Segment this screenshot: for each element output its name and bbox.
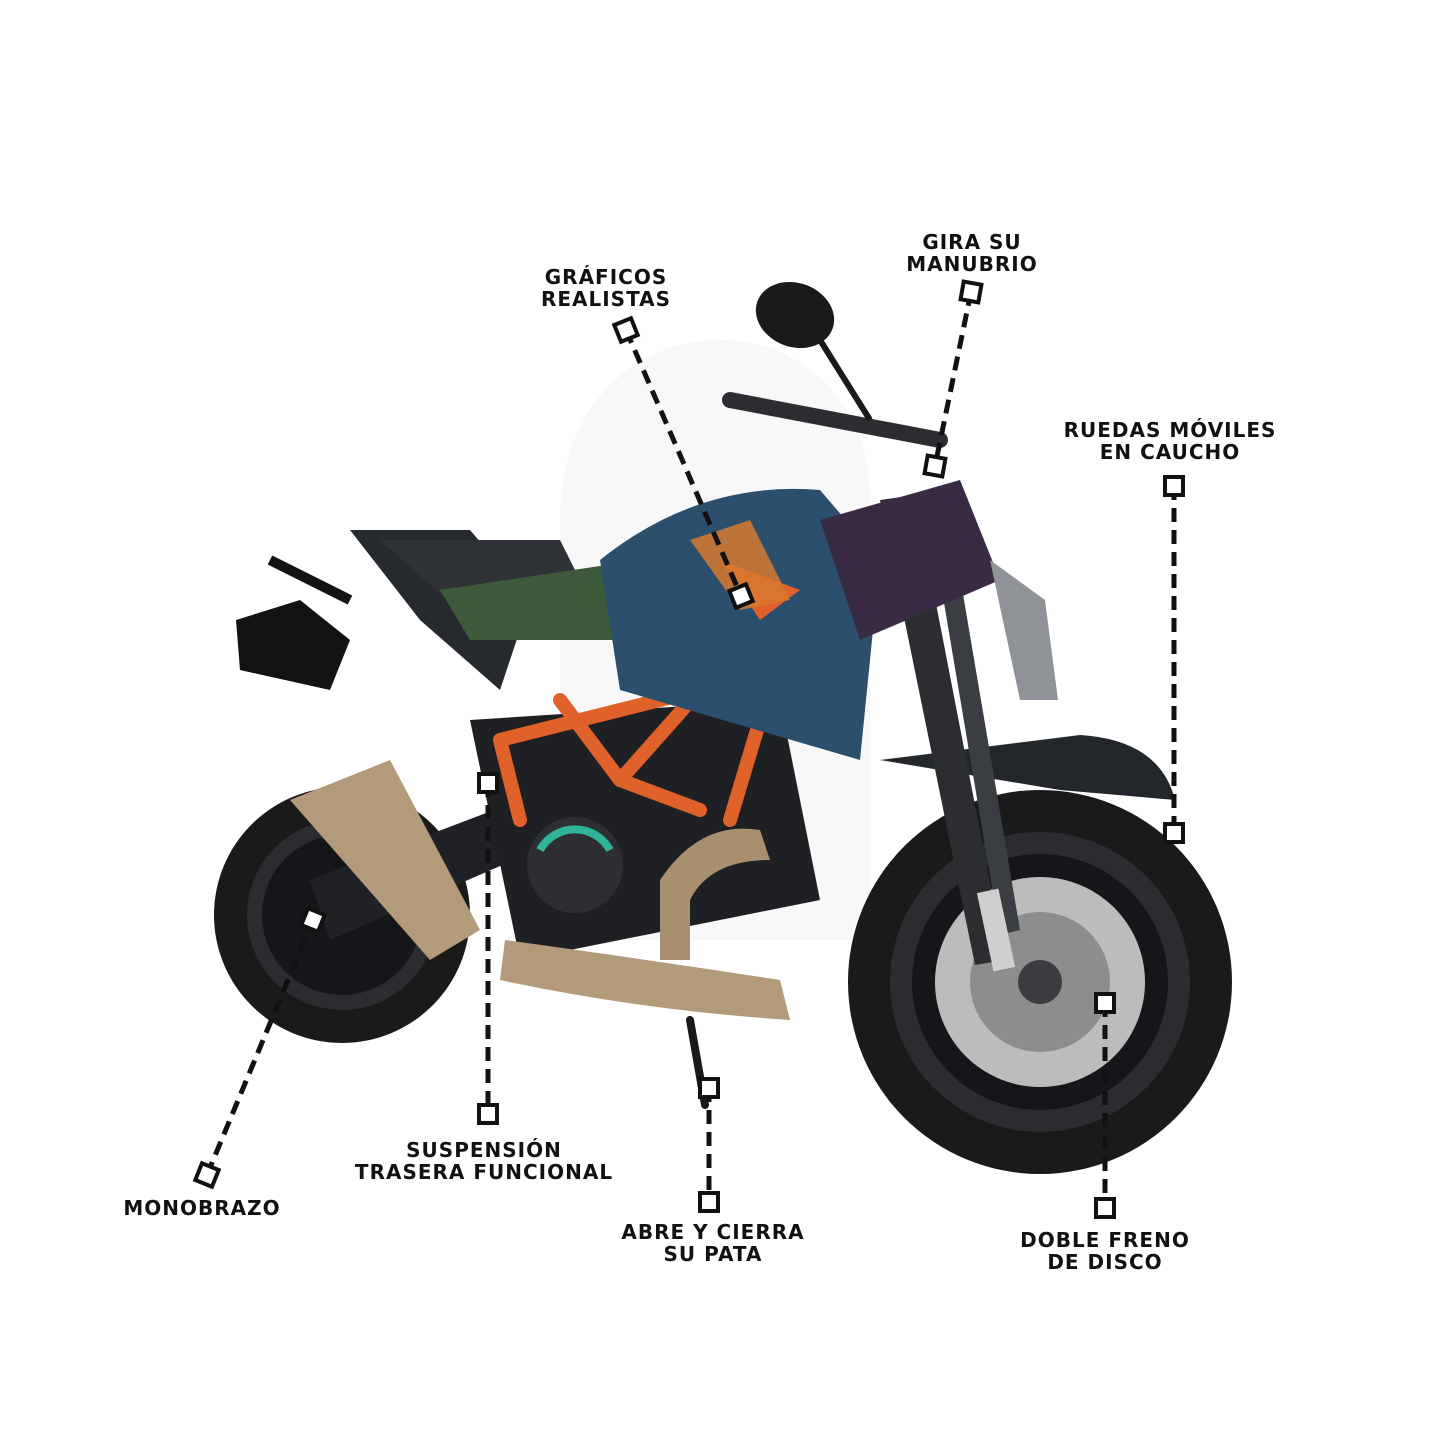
engine [470, 700, 820, 960]
label-abre-y-cierra: ABRE Y CIERRA SU PATA [621, 1221, 804, 1265]
label-graficos-realistas: GRÁFICOS REALISTAS [541, 266, 671, 310]
square-marker-icon [1163, 475, 1185, 497]
label-line: SU PATA [663, 1242, 763, 1266]
leader-graficos [623, 329, 744, 597]
square-marker-icon [1094, 1197, 1116, 1219]
square-marker-icon [698, 1077, 720, 1099]
label-doble-freno: DOBLE FRENO DE DISCO [1020, 1229, 1190, 1273]
label-line: EN CAUCHO [1099, 440, 1241, 464]
square-marker-icon [298, 905, 328, 935]
label-line: MONOBRAZO [123, 1196, 281, 1220]
label-line: REALISTAS [540, 287, 672, 311]
markers [192, 279, 1185, 1219]
square-marker-icon [958, 279, 984, 305]
label-ruedas-moviles: RUEDAS MÓVILES EN CAUCHO [1064, 419, 1277, 463]
label-line: MANUBRIO [906, 252, 1038, 276]
label-suspension-trasera: SUSPENSIÓN TRASERA FUNCIONAL [355, 1139, 613, 1183]
label-line: RUEDAS MÓVILES [1063, 418, 1277, 442]
leader-lines [204, 291, 1177, 1208]
label-line: DOBLE FRENO [1020, 1228, 1190, 1252]
square-marker-icon [1094, 992, 1116, 1014]
handlebar [722, 281, 948, 448]
square-marker-icon [477, 772, 499, 794]
front-wheel [848, 790, 1232, 1174]
exhaust [290, 760, 790, 1020]
label-line: GRÁFICOS [544, 265, 668, 289]
fuel-tank [600, 480, 1000, 760]
headlight [990, 560, 1058, 700]
square-marker-icon [922, 453, 948, 479]
square-marker-icon [698, 1191, 720, 1213]
square-marker-icon [1163, 822, 1185, 844]
label-line: GIRA SU [922, 230, 1022, 254]
label-line: DE DISCO [1047, 1250, 1163, 1274]
label-line: TRASERA FUNCIONAL [354, 1160, 614, 1184]
square-marker-icon [726, 581, 756, 611]
label-line: ABRE Y CIERRA [621, 1220, 805, 1244]
label-monobrazo: MONOBRAZO [123, 1197, 280, 1219]
square-marker-icon [192, 1160, 222, 1190]
leader-manubrio [932, 291, 974, 467]
front-fender [880, 735, 1175, 800]
label-gira-su-manubrio: GIRA SU MANUBRIO [906, 231, 1037, 275]
tail-section [236, 530, 640, 690]
label-line: SUSPENSIÓN [406, 1138, 562, 1162]
square-marker-icon [477, 1103, 499, 1125]
leader-monobrazo [204, 919, 316, 1176]
square-marker-icon [611, 315, 641, 345]
